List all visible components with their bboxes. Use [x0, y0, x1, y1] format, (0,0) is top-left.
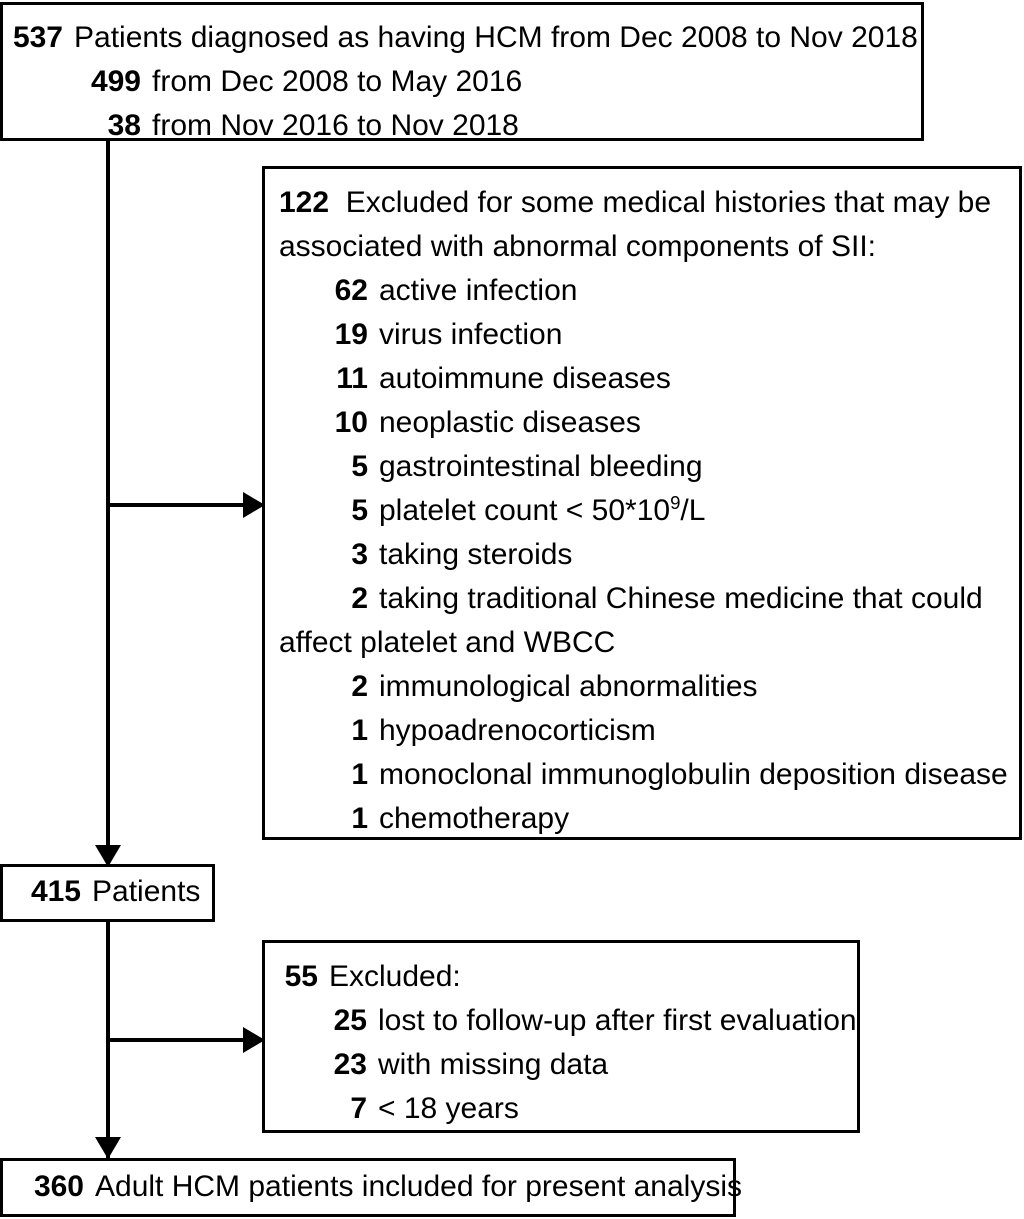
- medical-exclusion-item: 2 immunological abnormalities: [279, 665, 1005, 709]
- medical-exclusion-item-count: 3: [351, 538, 368, 571]
- medical-exclusion-item-text: gastrointestinal bleeding: [379, 450, 703, 483]
- medical-exclusion-lead-count: 122: [279, 186, 330, 219]
- final-cohort-text: Adult HCM patients included for present …: [95, 1170, 742, 1203]
- arrowhead-to-final-cohort: [95, 1137, 121, 1159]
- enrolled-main-count: 537: [12, 21, 63, 54]
- enrolled-sub-text: from Nov 2016 to Nov 2018: [152, 109, 519, 142]
- followup-exclusion-lead-text: Excluded:: [329, 960, 461, 993]
- arrowhead-to-patients-415: [95, 845, 121, 867]
- followup-exclusion-item: 23 with missing data: [265, 1043, 857, 1087]
- medical-exclusion-item: 10 neoplastic diseases: [279, 401, 1005, 445]
- enrolled-sub-count: 38: [107, 109, 141, 142]
- medical-exclusion-item-text: monoclonal immunoglobulin deposition dis…: [379, 758, 1008, 791]
- box-final-cohort: 360 Adult HCM patients included for pres…: [0, 1158, 742, 1217]
- platelet-text-main: platelet count < 50*10: [379, 494, 671, 527]
- medical-exclusion-item: 1 chemotherapy: [279, 797, 1005, 841]
- medical-exclusion-item-text: autoimmune diseases: [379, 362, 671, 395]
- medical-exclusion-item: 3 taking steroids: [279, 533, 1005, 577]
- enrolled-main-text: Patients diagnosed as having HCM from De…: [74, 21, 918, 54]
- patients-415-text: Patients: [92, 875, 201, 908]
- medical-exclusion-item-count: 62: [334, 274, 368, 307]
- medical-exclusion-item-count: 10: [334, 406, 368, 439]
- patients-415-count: 415: [30, 875, 81, 908]
- medical-exclusion-item: 5 gastrointestinal bleeding: [279, 445, 1005, 489]
- connector-trunk-bottom: [106, 922, 110, 1162]
- patients-415-row: 415 Patients: [3, 870, 212, 914]
- followup-exclusion-item-count: 25: [333, 1004, 367, 1037]
- medical-exclusion-item: 11 autoimmune diseases: [279, 357, 1005, 401]
- medical-exclusion-item: 19 virus infection: [279, 313, 1005, 357]
- medical-exclusion-item: 2 taking traditional Chinese medicine th…: [279, 577, 1005, 621]
- medical-exclusion-item-text: neoplastic diseases: [379, 406, 641, 439]
- medical-exclusion-lead-body: Excluded for some medical histories that…: [279, 186, 992, 263]
- medical-exclusion-lead-text: [329, 186, 346, 219]
- followup-exclusion-item-text: lost to follow-up after first evaluation: [378, 1004, 857, 1037]
- medical-exclusion-item-text: taking traditional Chinese medicine that…: [379, 582, 983, 615]
- followup-exclusion-item-text: with missing data: [378, 1048, 609, 1081]
- medical-exclusion-item-text: platelet count < 50*109/L: [368, 489, 705, 533]
- medical-exclusion-item-text: virus infection: [379, 318, 563, 351]
- medical-exclusion-item-count: 2: [351, 670, 368, 703]
- enrolled-sub-count: 499: [90, 65, 141, 98]
- medical-exclusion-item-platelet: 5 platelet count < 50*109/L: [279, 489, 1005, 533]
- enrolled-sub-text: from Dec 2008 to May 2016: [152, 65, 523, 98]
- followup-exclusion-item-count: 7: [350, 1092, 367, 1125]
- medical-exclusion-item-count: 2: [351, 582, 368, 615]
- arrowhead-to-followup-exclusions: [243, 1027, 265, 1053]
- box-enrolled-cohort: 537 Patients diagnosed as having HCM fro…: [0, 2, 924, 142]
- connector-to-medical-exclusions: [106, 503, 246, 507]
- followup-exclusion-lead: 55 Excluded:: [265, 955, 857, 999]
- medical-exclusion-item-text: active infection: [379, 274, 578, 307]
- medical-exclusion-item-count: 5: [351, 450, 368, 483]
- followup-exclusion-item: 25 lost to follow-up after first evaluat…: [265, 999, 857, 1043]
- medical-exclusion-item-text: chemotherapy: [379, 802, 570, 835]
- platelet-exponent: 9: [670, 492, 681, 513]
- box-patients-remaining: 415 Patients: [0, 864, 215, 922]
- box-excluded-medical-histories: 122 Excluded for some medical histories …: [262, 166, 1022, 840]
- medical-exclusion-item-count: 1: [351, 714, 368, 747]
- connector-to-followup-exclusions: [106, 1038, 246, 1042]
- final-cohort-count: 360: [33, 1170, 84, 1203]
- arrowhead-to-medical-exclusions: [243, 492, 265, 518]
- medical-exclusion-item: 1 hypoadrenocorticism: [279, 709, 1005, 753]
- medical-exclusion-lead: 122 Excluded for some medical histories …: [279, 181, 1005, 269]
- enrolled-sub-row: 499 from Dec 2008 to May 2016: [3, 60, 921, 104]
- medical-exclusion-item-text: hypoadrenocorticism: [379, 714, 656, 747]
- medical-exclusion-item-count: 5: [351, 494, 368, 527]
- medical-exclusion-item-continuation: affect platelet and WBCC: [279, 626, 616, 659]
- enrolled-sub-row: 38 from Nov 2016 to Nov 2018: [3, 104, 921, 148]
- medical-exclusion-item-count: 1: [351, 802, 368, 835]
- medical-exclusion-item-count: 1: [351, 758, 368, 791]
- medical-exclusion-item-text: taking steroids: [379, 538, 573, 571]
- final-cohort-row: 360 Adult HCM patients included for pres…: [3, 1165, 742, 1209]
- medical-exclusion-item-count: 11: [336, 362, 368, 395]
- followup-exclusion-lead-count: 55: [284, 960, 318, 993]
- box-excluded-followup: 55 Excluded: 25 lost to follow-up after …: [262, 940, 860, 1133]
- platelet-text-unit: /L: [680, 494, 706, 527]
- followup-exclusion-item: 7 < 18 years: [265, 1087, 857, 1131]
- medical-exclusion-item: 62 active infection: [279, 269, 1005, 313]
- enrolled-main-row: 537 Patients diagnosed as having HCM fro…: [3, 16, 921, 60]
- followup-exclusion-item-count: 23: [333, 1048, 367, 1081]
- medical-exclusion-item-count: 19: [334, 318, 368, 351]
- medical-exclusion-item: 1 monoclonal immunoglobulin deposition d…: [279, 753, 1008, 797]
- medical-exclusion-item-text: immunological abnormalities: [379, 670, 758, 703]
- followup-exclusion-item-text: < 18 years: [378, 1092, 519, 1125]
